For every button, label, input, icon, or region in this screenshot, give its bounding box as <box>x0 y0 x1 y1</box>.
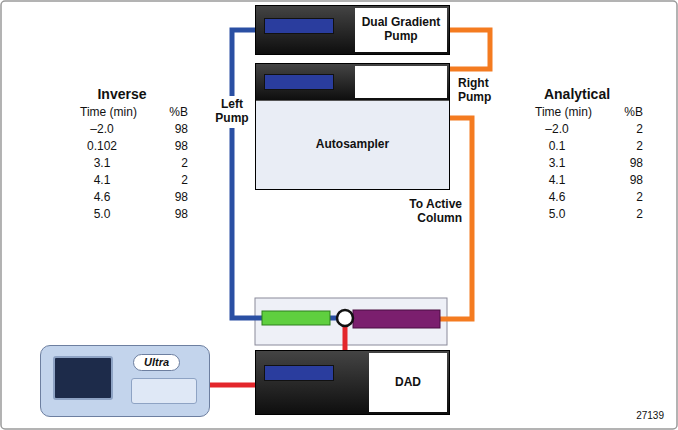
label-panel: Dual Gradient Pump <box>355 8 447 52</box>
monitor-screen <box>53 356 113 400</box>
display-panel <box>264 18 334 34</box>
table-cell: 0.1 <box>549 140 566 154</box>
line-label: To Active Column <box>396 196 462 228</box>
autosampler-module: Autosampler <box>255 63 450 190</box>
display-panel <box>264 365 334 381</box>
table-header: %B <box>169 106 188 120</box>
module-label: Autosampler <box>316 138 389 152</box>
table-cell: 5.0 <box>94 208 111 222</box>
table-cell: –2.0 <box>90 123 113 137</box>
table-header: Time (min) <box>535 106 592 120</box>
green-column <box>262 311 330 325</box>
module-label: Dual Gradient Pump <box>359 16 443 44</box>
instrument-name: Ultra <box>144 356 169 369</box>
table-header: %B <box>624 106 643 120</box>
ultra-instrument: Ultra <box>40 345 210 417</box>
table-cell: 2 <box>636 123 643 137</box>
line-label: Left Pump <box>210 96 254 128</box>
control-panel <box>131 378 197 404</box>
pump-module: Dual Gradient Pump <box>255 5 450 55</box>
table-title: Analytical <box>544 86 610 102</box>
tubing-connector <box>450 30 490 69</box>
blank-panel <box>355 66 447 98</box>
tubing-connector <box>210 383 255 388</box>
table-cell: 98 <box>630 174 643 188</box>
figure-number: 27139 <box>636 410 664 422</box>
table-cell: 2 <box>636 208 643 222</box>
table-cell: 5.0 <box>549 208 566 222</box>
table-cell: 4.6 <box>549 191 566 205</box>
switching-valve <box>337 310 353 326</box>
ultra-badge: Ultra <box>133 354 180 371</box>
table-cell: 2 <box>636 140 643 154</box>
table-cell: –2.0 <box>545 123 568 137</box>
table-cell: 2 <box>181 174 188 188</box>
table-header: Time (min) <box>80 106 137 120</box>
purple-column <box>353 310 440 328</box>
table-cell: 98 <box>175 191 188 205</box>
table-cell: 3.1 <box>94 157 111 171</box>
table-cell: 0.102 <box>87 140 117 154</box>
sampler-body: Autosampler <box>256 100 449 189</box>
module-label: DAD <box>395 376 421 390</box>
table-cell: 98 <box>175 140 188 154</box>
table-cell: 3.1 <box>549 157 566 171</box>
line-label: Right Pump <box>458 77 506 105</box>
table-cell: 4.1 <box>94 174 111 188</box>
table-cell: 98 <box>175 208 188 222</box>
table-cell: 98 <box>175 123 188 137</box>
table-cell: 4.1 <box>549 174 566 188</box>
display-panel <box>264 74 334 90</box>
column-compartment <box>255 298 447 345</box>
table-cell: 2 <box>636 191 643 205</box>
table-title: Inverse <box>97 86 146 102</box>
label-panel: DAD <box>369 353 447 412</box>
table-cell: 2 <box>181 157 188 171</box>
detector-line <box>343 326 348 350</box>
table-cell: 98 <box>630 157 643 171</box>
dad-detector: DAD <box>255 350 450 415</box>
table-cell: 4.6 <box>94 191 111 205</box>
